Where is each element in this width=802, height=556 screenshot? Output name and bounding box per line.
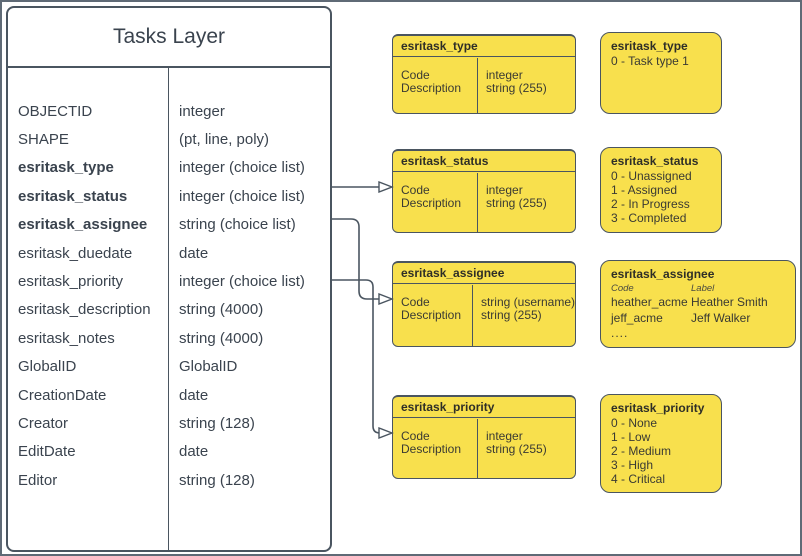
field-row: esritask_status integer (choice list) (8, 182, 330, 210)
value-list-title: esritask_priority (611, 401, 705, 415)
domain-table-title: esritask_type (393, 36, 575, 57)
value-list-esritask-type: esritask_type 0 - Task type 1 (600, 32, 722, 114)
value-item: 2 - In Progress (611, 197, 690, 211)
arrowhead-priority (378, 426, 394, 440)
value-list-column-headers: Code Label (611, 283, 715, 294)
domain-field-types: integer string (255) (477, 172, 575, 232)
value-item: 4 - Critical (611, 472, 666, 486)
field-name: esritask_duedate (18, 244, 133, 262)
field-row: EditDate date (8, 438, 330, 466)
domain-field-types: integer string (255) (477, 57, 575, 113)
value-item-ellipsis: .... (611, 326, 629, 340)
domain-field-names: Code Description (401, 428, 462, 456)
value-list-title: esritask_assignee (611, 267, 715, 281)
field-type: string (choice list) (179, 216, 296, 234)
field-type: date (179, 443, 209, 461)
field-row: esritask_priority integer (choice list) (8, 267, 330, 295)
arrowhead-assignee (378, 292, 394, 306)
value-list-esritask-priority: esritask_priority 0 - None 1 - Low 2 - M… (600, 394, 722, 493)
tasks-layer-title: Tasks Layer (8, 8, 330, 68)
value-item: 0 - Task type 1 (611, 54, 689, 68)
field-name: esritask_description (18, 301, 151, 319)
field-type: integer (179, 102, 225, 120)
field-name: SHAPE (18, 131, 69, 149)
field-row: GlobalID GlobalID (8, 353, 330, 381)
domain-field-names: Code Description (401, 182, 462, 210)
value-item: 0 - Unassigned (611, 169, 692, 183)
field-row: esritask_type integer (choice list) (8, 154, 330, 182)
domain-field-types: integer string (255) (477, 418, 575, 478)
field-row: Editor string (128) (8, 466, 330, 494)
field-type: string (4000) (179, 301, 264, 319)
field-type: string (128) (179, 414, 255, 432)
value-item: 3 - High (611, 458, 654, 472)
field-name: esritask_priority (18, 273, 124, 291)
domain-table-esritask-priority: esritask_priority Code Description integ… (392, 395, 576, 479)
value-item: 1 - Low (611, 430, 651, 444)
domain-field-names: Code Description (401, 67, 462, 95)
field-name: Editor (18, 471, 58, 489)
tasks-layer-node: Tasks Layer OBJECTID integer SHAPE (pt, li… (6, 6, 332, 552)
field-name: esritask_notes (18, 329, 115, 347)
tasks-layer-field-list: OBJECTID integer SHAPE (pt, line, poly) es… (8, 68, 330, 550)
field-name: CreationDate (18, 386, 107, 404)
connector-priority (332, 279, 381, 434)
field-row: CreationDate date (8, 381, 330, 409)
domain-table-title: esritask_priority (393, 397, 575, 418)
field-name: OBJECTID (18, 102, 93, 120)
value-item: jeff_acme Jeff Walker (611, 310, 751, 325)
domain-field-names: Code Description (401, 294, 462, 322)
value-list-title: esritask_type (611, 39, 688, 53)
field-row: SHAPE (pt, line, poly) (8, 125, 330, 153)
field-row: esritask_description string (4000) (8, 296, 330, 324)
field-type: integer (choice list) (179, 187, 305, 205)
field-type: date (179, 244, 209, 262)
field-name: Creator (18, 414, 69, 432)
value-item: 1 - Assigned (611, 183, 678, 197)
domain-table-esritask-type: esritask_type Code Description integer s… (392, 34, 576, 114)
value-list-title: esritask_status (611, 154, 699, 168)
field-type: integer (choice list) (179, 273, 305, 291)
field-name: esritask_status (18, 187, 128, 205)
domain-field-types: string (username) string (255) (471, 284, 575, 346)
field-row: Creator string (128) (8, 409, 330, 437)
field-type: string (128) (179, 471, 255, 489)
field-type: GlobalID (179, 358, 238, 376)
field-name: EditDate (18, 443, 76, 461)
field-row: esritask_assignee string (choice list) (8, 211, 330, 239)
value-list-esritask-assignee: esritask_assignee Code Label heather_acm… (600, 260, 796, 348)
field-type: string (4000) (179, 329, 264, 347)
value-item: 0 - None (611, 416, 658, 430)
field-type: date (179, 386, 209, 404)
value-list-esritask-status: esritask_status 0 - Unassigned 1 - Assig… (600, 147, 722, 233)
field-row: OBJECTID integer (8, 97, 330, 125)
domain-table-esritask-status: esritask_status Code Description integer… (392, 149, 576, 233)
value-item: heather_acme Heather Smith (611, 295, 768, 309)
field-name: esritask_type (18, 159, 114, 177)
field-row: esritask_notes string (4000) (8, 324, 330, 352)
field-type: integer (choice list) (179, 159, 305, 177)
value-item: 2 - Medium (611, 444, 672, 458)
domain-table-title: esritask_assignee (393, 263, 575, 284)
arrowhead-status (378, 180, 394, 194)
domain-table-title: esritask_status (393, 151, 575, 172)
field-name: GlobalID (18, 358, 77, 376)
field-row: esritask_duedate date (8, 239, 330, 267)
domain-table-esritask-assignee: esritask_assignee Code Description strin… (392, 261, 576, 347)
field-type: (pt, line, poly) (179, 131, 270, 149)
connector-assignee (332, 218, 379, 300)
field-name: esritask_assignee (18, 216, 148, 234)
value-item: 3 - Completed (611, 211, 687, 225)
